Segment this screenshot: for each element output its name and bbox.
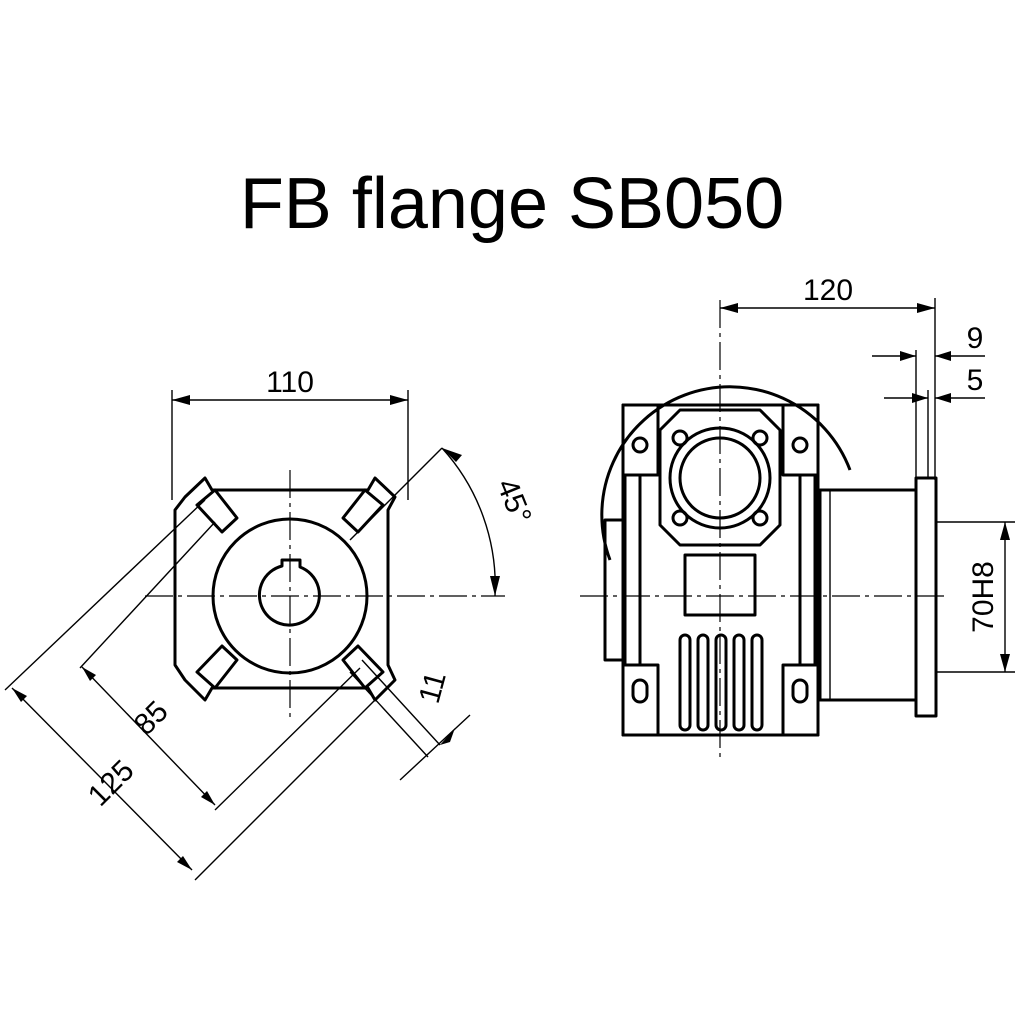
dim-85-label: 85 <box>128 695 175 742</box>
side-view: 120 9 5 70H8 <box>580 274 1015 760</box>
flange-outline <box>173 476 397 702</box>
shaft-bore <box>257 558 321 627</box>
mount-hole-2 <box>751 429 769 447</box>
gearbox-ear-left-bottom <box>621 663 660 737</box>
dim-9-label: 9 <box>967 322 984 355</box>
dim-125-ext-top <box>4 499 206 691</box>
slot-top-left <box>195 488 239 534</box>
dim-125-label: 125 <box>82 754 141 813</box>
dim-5-arrow-right <box>935 393 951 403</box>
dim-70h8-arrow-bottom <box>1000 654 1010 672</box>
dim-9-arrow-left <box>900 351 916 361</box>
dim-5-arrow-left <box>912 393 928 403</box>
dim-110-arrow-right <box>390 395 408 405</box>
left-boss <box>603 518 625 662</box>
dim-9-arrow-right <box>935 351 951 361</box>
angle-arrow-top <box>442 448 462 462</box>
right-post <box>798 473 817 667</box>
dim-85-ext-top <box>79 521 216 669</box>
dim-125-ext-bottom <box>194 689 386 881</box>
angle-arrow-bottom <box>490 576 500 596</box>
dim-125-line <box>11 687 193 871</box>
dim-11-line <box>399 714 471 781</box>
dim-11-ext-a <box>361 659 441 746</box>
front-view: 110 45° 85 125 11 <box>4 366 538 881</box>
slot-right-bottom <box>791 678 809 704</box>
dim-11-arrow <box>440 728 455 745</box>
mount-hole-4 <box>751 509 769 527</box>
dim-85-arrow-top <box>82 667 96 681</box>
fb-flange-plate <box>914 476 938 718</box>
slot-top-right <box>341 488 385 534</box>
dim-85-line <box>81 666 216 806</box>
gearbox-ear-left-top <box>621 403 660 477</box>
dim-110-label: 110 <box>266 366 314 399</box>
fb-flange-neck <box>818 488 918 702</box>
slot-left-bottom <box>631 678 649 704</box>
dim-85-arrow-bottom <box>201 791 215 805</box>
bolt-hole-right-top <box>791 436 809 454</box>
motor-mount-plate <box>658 408 782 547</box>
dim-70h8-arrow-top <box>1000 522 1010 540</box>
slot-bottom-right <box>341 644 385 690</box>
dim-85-ext-bottom <box>214 667 361 811</box>
gearbox-round-housing <box>600 385 852 561</box>
dim-120-arrow-right <box>917 303 935 313</box>
gearbox-ear-right-bottom <box>781 663 820 737</box>
dim-11-label: 11 <box>413 668 453 707</box>
slot-bottom-left <box>195 644 239 690</box>
dim-11-ext-b <box>349 671 429 758</box>
dim-120-arrow-left <box>720 303 738 313</box>
dim-125-arrow-bottom <box>177 856 192 870</box>
angle-label: 45° <box>490 474 538 528</box>
cooling-fins <box>678 633 764 732</box>
dim-70h8-label: 70H8 <box>967 561 1000 633</box>
bolt-hole-left-top <box>631 436 649 454</box>
left-post <box>623 473 642 667</box>
dim-120-label: 120 <box>803 274 853 307</box>
mount-hole-3 <box>671 509 689 527</box>
dim-5-label: 5 <box>967 364 984 397</box>
dim-110-arrow-left <box>172 395 190 405</box>
mount-hole-1 <box>671 429 689 447</box>
angle-ext-line <box>349 447 443 541</box>
angle-arc <box>441 447 496 597</box>
drawing-title: FB flange SB050 <box>240 164 784 244</box>
dim-125-arrow-top <box>12 688 27 702</box>
